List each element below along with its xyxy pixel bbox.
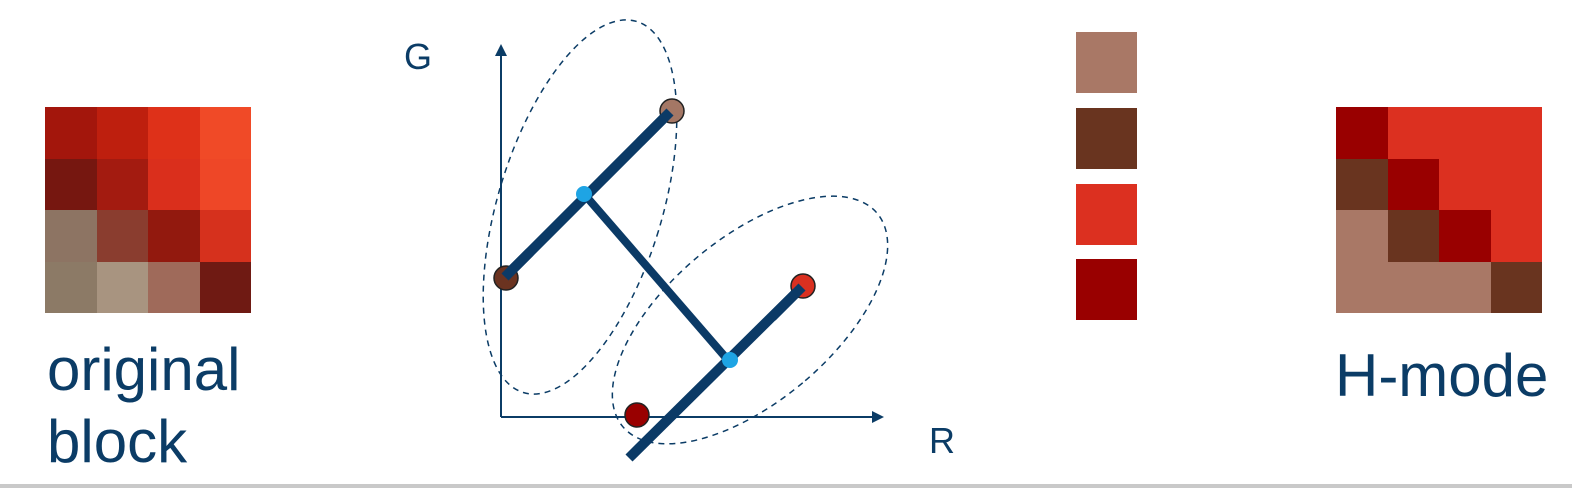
cluster-2-line-tip (768, 283, 806, 321)
h-mode-block-pixel (1336, 261, 1388, 313)
h-mode-block-pixel (1387, 261, 1439, 313)
center-connector-line (581, 192, 731, 362)
cluster-1-midpoint (576, 186, 592, 202)
h-mode-block-pixel (1490, 261, 1542, 313)
cluster-2-base-color-point (624, 402, 650, 428)
original-block-pixel (148, 261, 200, 313)
h-mode-block-pixel (1439, 261, 1491, 313)
h-mode-block-pixel (1336, 210, 1388, 262)
original-block-pixel (96, 107, 148, 159)
original-block-pixel (199, 210, 251, 262)
original-block-pixel (199, 107, 251, 159)
h-mode-block-pixel (1439, 158, 1491, 210)
original-block-pixel (199, 158, 251, 210)
original-block-pixel (148, 210, 200, 262)
h-mode-block-pixel (1490, 107, 1542, 159)
original-block-pixel (45, 107, 97, 159)
original-block-pixel (45, 158, 97, 210)
g-axis-label: G (404, 36, 433, 77)
r-axis-label: R (929, 420, 955, 461)
h-mode-block-pixel (1336, 107, 1388, 159)
original-block-caption: original block (47, 334, 240, 478)
palette-swatch-3 (1076, 184, 1137, 245)
cluster-2-ellipse (611, 195, 889, 445)
original-block-pixel (45, 210, 97, 262)
h-mode-block-pixel (1439, 210, 1491, 262)
h-mode-caption: H-mode (1335, 342, 1549, 409)
bottom-divider (0, 484, 1572, 488)
h-mode-block-pixel (1387, 210, 1439, 262)
h-mode-block-pixel (1439, 107, 1491, 159)
original-block-pixel (199, 261, 251, 313)
original-block-pixel (96, 210, 148, 262)
original-block-pixel (148, 158, 200, 210)
h-mode-block-pixel (1387, 107, 1439, 159)
original-block-grid (45, 107, 251, 313)
palette-swatch-4 (1076, 259, 1137, 320)
original-caption-line1: original (47, 336, 241, 403)
original-caption-line2: block (47, 408, 188, 475)
original-block-pixel (45, 261, 97, 313)
cluster-1-line-tip (636, 108, 674, 146)
original-block-pixel (96, 158, 148, 210)
h-mode-block-grid (1336, 107, 1542, 313)
palette-swatch-1 (1076, 32, 1137, 93)
h-mode-block-pixel (1387, 158, 1439, 210)
h-mode-block-pixel (1490, 210, 1542, 262)
h-mode-block-pixel (1490, 158, 1542, 210)
original-block-pixel (148, 107, 200, 159)
original-block-pixel (96, 261, 148, 313)
cluster-1-line-tail (501, 248, 534, 281)
cluster-2-midpoint (722, 352, 738, 368)
palette-swatch-2 (1076, 108, 1137, 169)
h-mode-block-pixel (1336, 158, 1388, 210)
